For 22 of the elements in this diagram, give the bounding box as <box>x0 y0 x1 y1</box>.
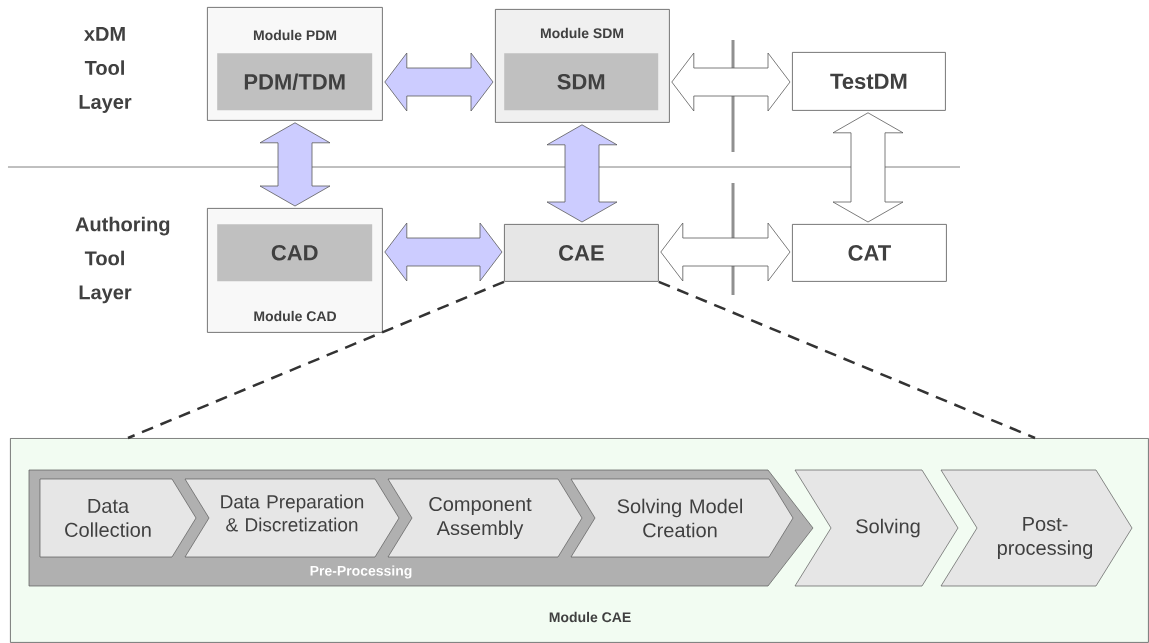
system-box: CAE <box>504 224 659 282</box>
system-box: SDM <box>504 53 659 111</box>
layer-label: Authoring Tool Layer <box>75 216 170 304</box>
system-box: PDM/TDM <box>217 53 373 111</box>
double-arrow <box>546 124 618 223</box>
double-arrow <box>660 222 791 282</box>
system-box: CAT <box>792 224 947 282</box>
dashed-line <box>127 280 505 440</box>
chevron-step: Data Collection <box>39 478 197 558</box>
chevron-step: Data Preparation & Discretization <box>184 478 400 558</box>
chevron-step: Component Assembly <box>387 478 583 558</box>
double-arrow <box>671 52 791 112</box>
double-arrow <box>384 222 503 282</box>
system-box: TestDM <box>792 52 946 111</box>
layer-label: xDM Tool Layer <box>79 27 132 113</box>
system-box: CAD <box>217 224 373 282</box>
double-arrow <box>259 122 331 207</box>
dashed-line <box>658 280 1036 440</box>
chevron-step: Post-processing <box>940 469 1133 587</box>
double-arrow <box>832 112 904 223</box>
double-arrow <box>384 52 494 112</box>
chevron-step: Solving <box>794 469 959 587</box>
